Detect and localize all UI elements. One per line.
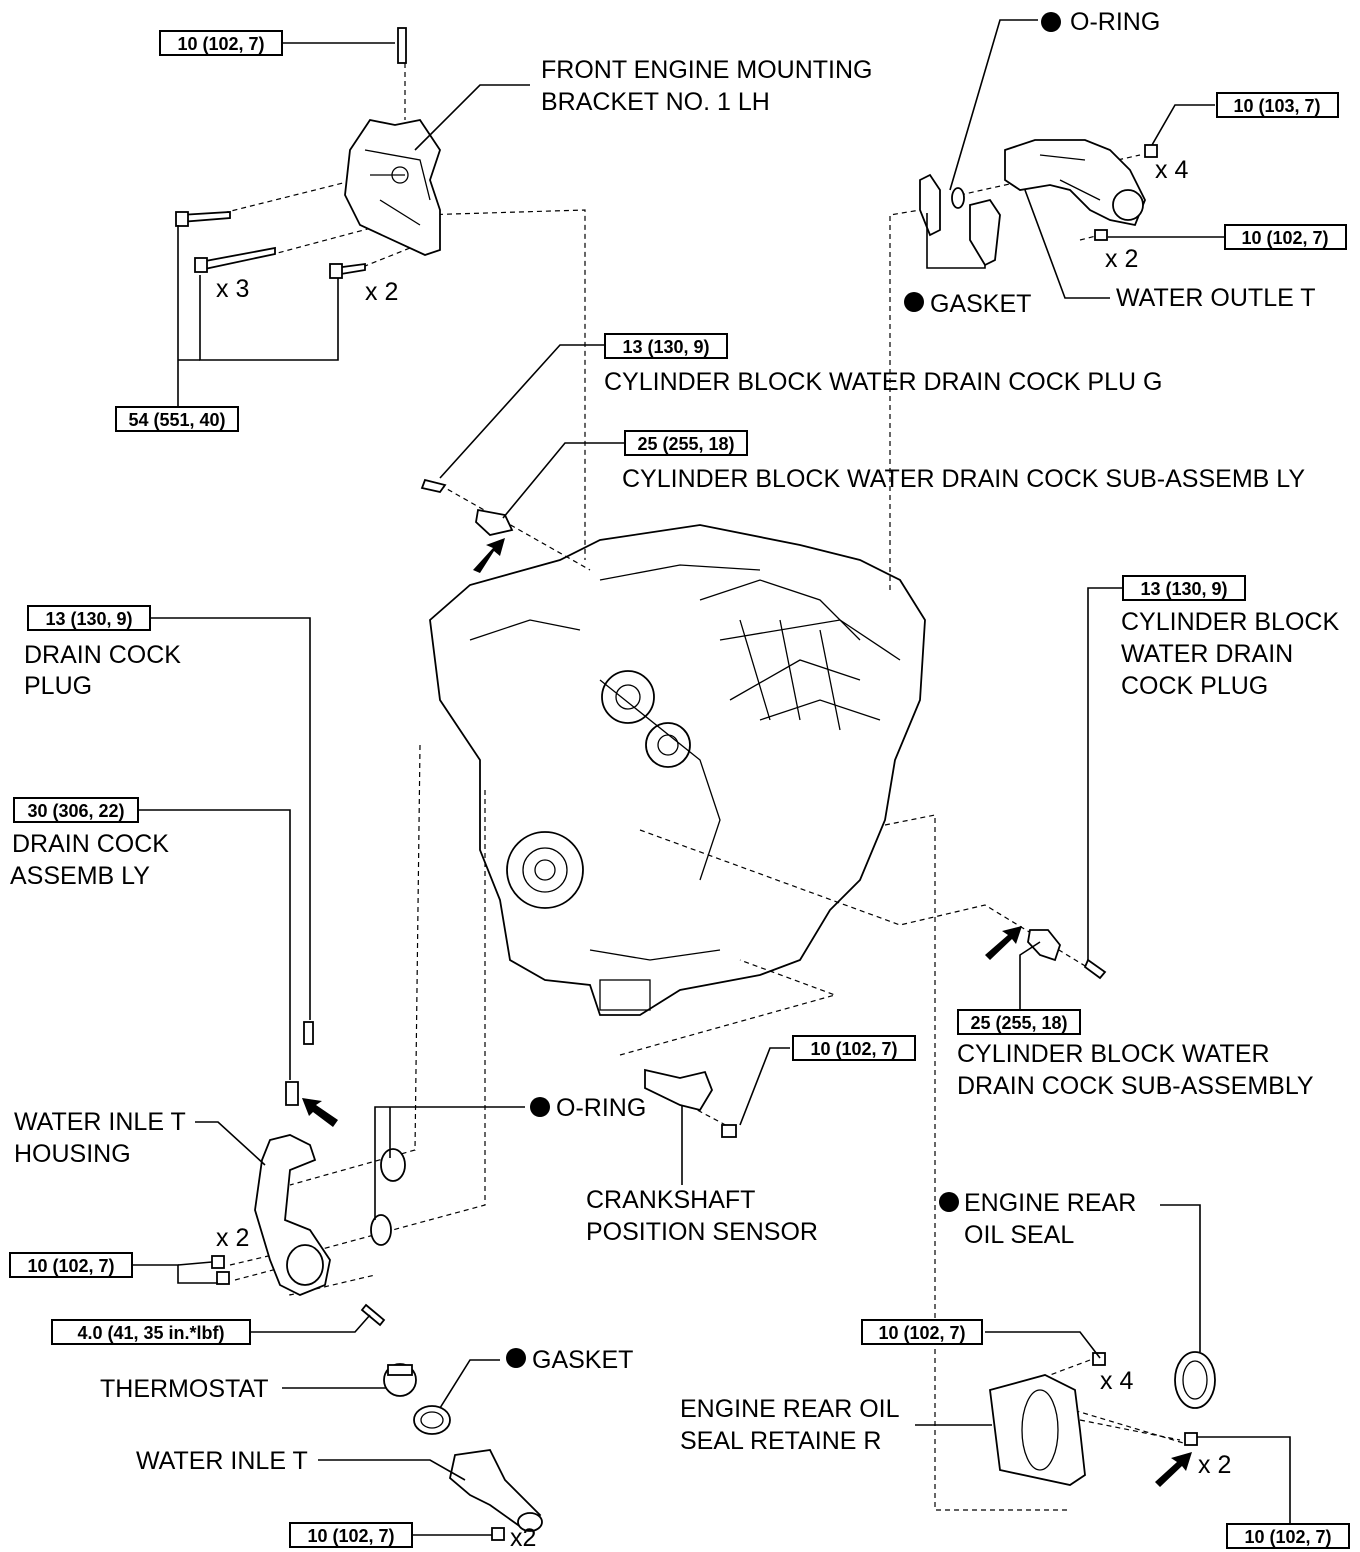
- engine-block-illustration: [429, 524, 926, 1016]
- label-drain-cock-plug-1: DRAIN COCK: [24, 641, 181, 669]
- label-rear-retainer-1: ENGINE REAR OIL: [680, 1395, 900, 1423]
- qty-outlet-x4: x 4: [1155, 156, 1188, 184]
- label-cb-plug-right-3: COCK PLUG: [1121, 672, 1268, 700]
- water-outlet: [1004, 139, 1158, 241]
- torque-box-retainer-top: 10 (102, 7): [861, 1319, 983, 1345]
- label-drain-cock-assy-1: DRAIN COCK: [12, 830, 169, 858]
- label-o-ring-mid: O-RING: [556, 1094, 646, 1122]
- front-engine-mounting-bracket: [344, 27, 441, 256]
- torque-box-drain-assy-left: 30 (306, 22): [13, 797, 139, 823]
- label-gasket-bottom: GASKET: [532, 1346, 633, 1374]
- qty-inlet-x2: x2: [510, 1524, 536, 1552]
- cylinder-block-drain-cock-top: [420, 478, 514, 573]
- label-crank-sensor-2: POSITION SENSOR: [586, 1218, 818, 1246]
- label-cb-plug-right-1: CYLINDER BLOCK: [1121, 608, 1339, 636]
- water-inlet-housing: [211, 1134, 406, 1327]
- svg-text:10 (102, 7): 10 (102, 7): [307, 1526, 394, 1546]
- svg-text:25 (255, 18): 25 (255, 18): [970, 1013, 1067, 1033]
- part-labels: FRONT ENGINE MOUNTING BRACKET NO. 1 LH O…: [10, 8, 1339, 1475]
- label-cb-drain-plug-top: CYLINDER BLOCK WATER DRAIN COCK PLU G: [604, 368, 1162, 396]
- torque-box-housing-stud: 4.0 (41, 35 in.*lbf): [51, 1319, 251, 1345]
- torque-box-housing-bolts: 10 (102, 7): [9, 1252, 133, 1278]
- label-rear-retainer-2: SEAL RETAINE R: [680, 1427, 881, 1455]
- label-cb-drain-sub-top: CYLINDER BLOCK WATER DRAIN COCK SUB-ASSE…: [622, 465, 1305, 493]
- svg-text:10 (103, 7): 10 (103, 7): [1233, 96, 1320, 116]
- label-rear-oil-seal-1: ENGINE REAR: [964, 1189, 1136, 1217]
- svg-text:10 (102, 7): 10 (102, 7): [810, 1039, 897, 1059]
- crankshaft-position-sensor: [644, 1068, 737, 1138]
- svg-text:10 (102, 7): 10 (102, 7): [1241, 228, 1328, 248]
- qty-bracket-x2: x 2: [365, 278, 398, 306]
- torque-box-cb-plug-right: 13 (130, 9): [1122, 575, 1246, 601]
- cylinder-block-drain-cock-right: [985, 926, 1107, 980]
- svg-text:13 (130, 9): 13 (130, 9): [1140, 579, 1227, 599]
- torque-box-outlet-nuts: 10 (103, 7): [1216, 92, 1339, 118]
- label-o-ring-top: O-RING: [1070, 8, 1160, 36]
- svg-text:10 (102, 7): 10 (102, 7): [27, 1256, 114, 1276]
- label-gasket-top: GASKET: [930, 290, 1031, 318]
- quantity-labels: x 3 x 2 x 4 x 2 x 2 x 4 x 2 x2: [216, 156, 1231, 1552]
- label-rear-oil-seal-2: OIL SEAL: [964, 1221, 1074, 1249]
- qty-retainer-x4: x 4: [1100, 1367, 1133, 1395]
- label-water-outlet: WATER OUTLE T: [1116, 284, 1316, 312]
- label-water-inlet: WATER INLE T: [136, 1447, 308, 1475]
- qty-housing-x2: x 2: [216, 1224, 249, 1252]
- torque-box-bracket-stud: 10 (102, 7): [159, 30, 283, 56]
- label-thermostat: THERMOSTAT: [100, 1375, 269, 1403]
- torque-box-crank-sensor: 10 (102, 7): [792, 1035, 916, 1061]
- label-water-inlet-housing-2: HOUSING: [14, 1140, 131, 1168]
- torque-specs: 10 (102, 7) 54 (551, 40) 10 (103, 7) 10 …: [9, 30, 1350, 1549]
- label-water-inlet-housing-1: WATER INLE T: [14, 1108, 186, 1136]
- svg-text:10 (102, 7): 10 (102, 7): [878, 1323, 965, 1343]
- svg-text:10 (102, 7): 10 (102, 7): [1244, 1527, 1331, 1547]
- label-drain-cock-assy-2: ASSEMB LY: [10, 862, 150, 890]
- non-reusable-part-markers: [506, 12, 1061, 1368]
- torque-box-cb-sub-right: 25 (255, 18): [957, 1009, 1081, 1035]
- svg-text:30 (306, 22): 30 (306, 22): [27, 801, 124, 821]
- qty-outlet-x2: x 2: [1105, 245, 1138, 273]
- svg-text:25 (255, 18): 25 (255, 18): [637, 434, 734, 454]
- label-drain-cock-plug-2: PLUG: [24, 672, 92, 700]
- bracket-bolts: [175, 211, 366, 279]
- leader-lines: [132, 19, 1291, 1536]
- torque-box-bracket-bolts: 54 (551, 40): [115, 406, 239, 432]
- left-drain-cock-parts: [285, 1021, 338, 1127]
- svg-text:4.0 (41, 35 in.*lbf): 4.0 (41, 35 in.*lbf): [77, 1323, 224, 1343]
- label-cb-sub-right-1: CYLINDER BLOCK WATER: [957, 1040, 1270, 1068]
- label-cb-plug-right-2: WATER DRAIN: [1121, 640, 1293, 668]
- svg-text:54 (551, 40): 54 (551, 40): [128, 410, 225, 430]
- label-front-bracket-1: FRONT ENGINE MOUNTING: [541, 56, 872, 84]
- label-front-bracket-2: BRACKET NO. 1 LH: [541, 88, 770, 116]
- qty-bracket-x3: x 3: [216, 275, 249, 303]
- svg-text:10 (102, 7): 10 (102, 7): [177, 34, 264, 54]
- label-crank-sensor-1: CRANKSHAFT: [586, 1186, 755, 1214]
- torque-box-outlet-bolts: 10 (102, 7): [1224, 224, 1347, 250]
- water-outlet-gasket-and-oring: [919, 173, 1001, 267]
- torque-box-cb-plug-top: 13 (130, 9): [604, 333, 728, 359]
- label-cb-sub-right-2: DRAIN COCK SUB-ASSEMBLY: [957, 1072, 1314, 1100]
- thermostat-and-water-inlet: [383, 1363, 543, 1541]
- torque-box-inlet-nuts: 10 (102, 7): [289, 1522, 413, 1548]
- torque-box-cb-sub-top: 25 (255, 18): [624, 430, 748, 456]
- torque-box-retainer-bottom: 10 (102, 7): [1226, 1523, 1350, 1549]
- torque-box-drain-plug-left: 13 (130, 9): [27, 605, 151, 631]
- engine-rear-oil-seal-parts: [989, 1351, 1216, 1487]
- qty-retainer-x2: x 2: [1198, 1451, 1231, 1479]
- svg-text:13 (130, 9): 13 (130, 9): [622, 337, 709, 357]
- svg-text:13 (130, 9): 13 (130, 9): [45, 609, 132, 629]
